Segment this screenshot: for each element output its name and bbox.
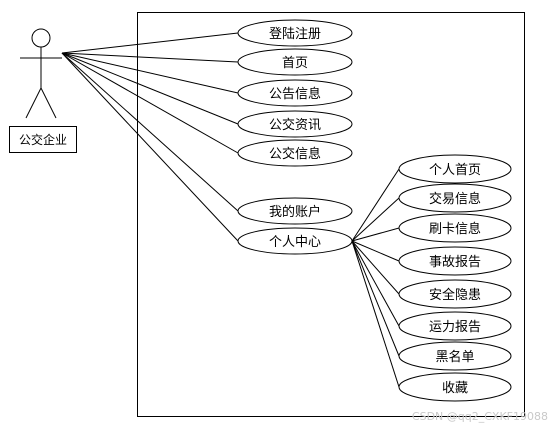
sub-use-case-personal-home: 个人首页 <box>398 154 512 184</box>
use-case-ellipse <box>237 197 353 225</box>
use-case-bus-news: 公交资讯 <box>237 110 353 138</box>
use-case-label: 登陆注册 <box>269 26 321 42</box>
association-line-transport-report <box>351 240 400 327</box>
system-boundary <box>137 12 525 417</box>
sub-use-case-safety-hazard: 安全隐患 <box>398 279 512 309</box>
actor-label-box <box>9 126 77 153</box>
association-line-safety-hazard <box>351 240 400 295</box>
use-case-label: 安全隐患 <box>429 287 481 303</box>
sub-use-case-accident-report: 事故报告 <box>398 246 512 276</box>
association-line-trade-info <box>351 197 400 242</box>
use-case-home: 首页 <box>237 48 353 76</box>
sub-use-case-card-info: 刷卡信息 <box>398 213 512 243</box>
associations <box>61 32 400 388</box>
association-line-blacklist <box>351 240 400 357</box>
association-line-accident-report <box>351 240 400 262</box>
use-case-ellipse <box>237 19 353 47</box>
sub-use-case-trade-info: 交易信息 <box>398 183 512 213</box>
actor-head <box>31 28 51 48</box>
use-case-label: 刷卡信息 <box>429 221 481 237</box>
use-case-ellipse <box>398 279 512 309</box>
use-case-ellipse <box>398 372 512 402</box>
association-line-personal-center <box>61 52 239 242</box>
use-case-label: 首页 <box>282 56 308 71</box>
use-case-ellipse <box>237 139 353 167</box>
use-case-ellipse <box>237 227 353 255</box>
use-case-ellipse <box>398 213 512 243</box>
association-line-bus-info <box>61 52 239 154</box>
use-case-label: 公交资讯 <box>269 117 321 133</box>
sub-use-case-transport-report: 运力报告 <box>398 311 512 341</box>
use-case-ellipse <box>398 341 512 371</box>
association-line-favorites <box>351 240 400 388</box>
association-line-card-info <box>351 227 400 242</box>
association-line-login <box>61 32 239 54</box>
use-case-notice: 公告信息 <box>237 79 353 107</box>
use-case-label: 公告信息 <box>269 86 321 102</box>
use-case-ellipse <box>237 110 353 138</box>
actor-label: 公交企业 <box>19 132 67 147</box>
use-case-label: 收藏 <box>442 381 468 396</box>
use-case-label: 黑名单 <box>435 349 474 365</box>
association-line-bus-news <box>61 52 239 125</box>
use-case-label: 交易信息 <box>429 191 481 207</box>
use-case-label: 个人首页 <box>429 163 481 178</box>
use-case-ellipse <box>398 183 512 213</box>
use-case-label: 公交信息 <box>269 146 321 162</box>
association-line-personal-home <box>351 168 400 242</box>
watermark: CSDN @qq2_CXKF19088 <box>412 410 548 423</box>
association-line-my-account <box>61 52 239 212</box>
use-case-ellipse <box>398 246 512 276</box>
use-case-ellipse <box>398 154 512 184</box>
association-line-home <box>61 52 239 63</box>
use-case-ellipse <box>398 311 512 341</box>
use-case-ellipse <box>237 48 353 76</box>
actor-right-leg <box>40 87 57 119</box>
use-case-label: 运力报告 <box>429 320 481 335</box>
association-line-notice <box>61 52 239 94</box>
use-case-ellipse <box>237 79 353 107</box>
sub-use-case-favorites: 收藏 <box>398 372 512 402</box>
actor-figure <box>20 28 62 119</box>
use-case-login: 登陆注册 <box>237 19 353 47</box>
use-case-my-account: 我的账户 <box>237 197 353 225</box>
actor-left-leg <box>25 87 42 119</box>
use-case-personal-center: 个人中心 <box>237 227 353 255</box>
use-case-label: 个人中心 <box>269 235 321 250</box>
use-case-label: 我的账户 <box>269 204 321 220</box>
use-case-label: 事故报告 <box>429 255 481 270</box>
sub-use-case-blacklist: 黑名单 <box>398 341 512 371</box>
use-case-bus-info: 公交信息 <box>237 139 353 167</box>
